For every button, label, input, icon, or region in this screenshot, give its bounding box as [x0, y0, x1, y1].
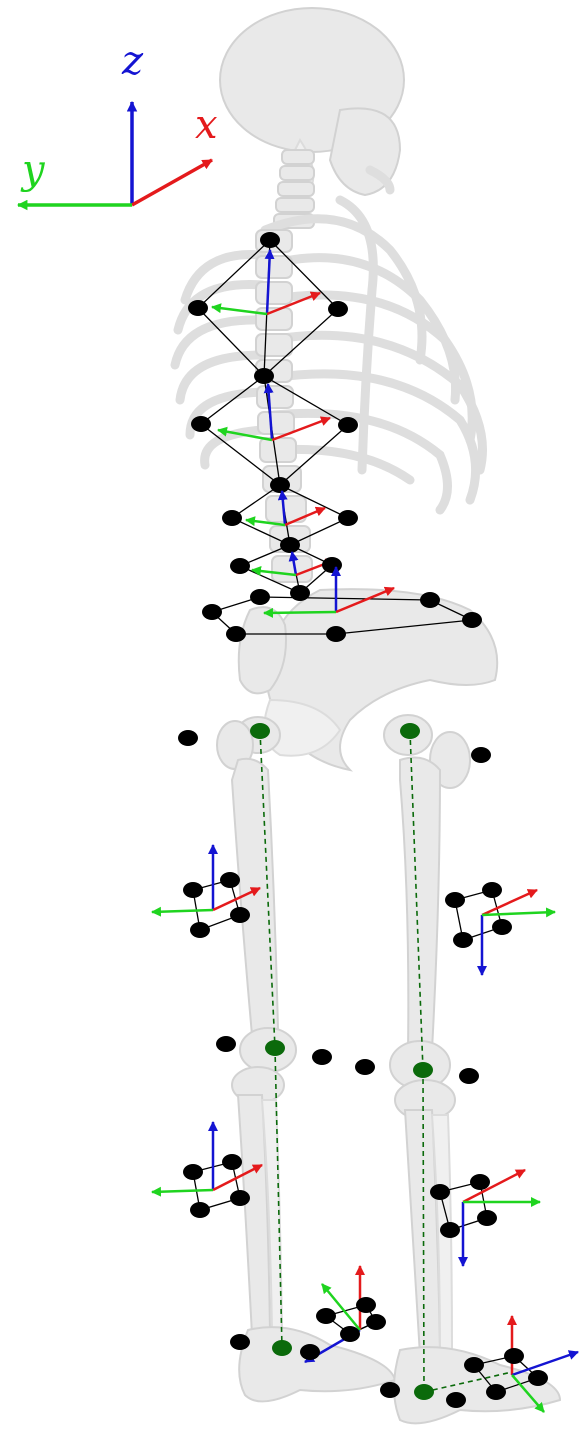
skeleton-illustration — [175, 8, 560, 1423]
marker — [504, 1348, 524, 1364]
local-y-axis — [152, 1190, 213, 1192]
rib-cage — [175, 170, 483, 510]
local-y-axis — [264, 612, 336, 613]
spine — [256, 230, 312, 582]
marker — [445, 892, 465, 908]
left-hip-center — [400, 723, 420, 739]
marker — [300, 1344, 320, 1360]
marker — [462, 612, 482, 628]
marker — [459, 1068, 479, 1084]
marker — [222, 510, 242, 526]
marker — [528, 1370, 548, 1386]
right-hip-center — [250, 723, 270, 739]
segment-left-thigh — [445, 882, 555, 975]
marker — [446, 1392, 466, 1408]
marker — [188, 300, 208, 316]
marker — [178, 730, 198, 746]
marker — [216, 1036, 236, 1052]
marker — [183, 1164, 203, 1180]
marker — [366, 1314, 386, 1330]
marker — [380, 1382, 400, 1398]
local-y-axis — [482, 912, 555, 915]
marker — [202, 604, 222, 620]
local-y-axis — [152, 910, 213, 912]
marker — [338, 417, 358, 433]
marker — [471, 747, 491, 763]
marker — [230, 558, 250, 574]
marker — [316, 1308, 336, 1324]
marker — [190, 1202, 210, 1218]
marker — [470, 1174, 490, 1190]
marker — [430, 1184, 450, 1200]
marker — [220, 872, 240, 888]
marker — [183, 882, 203, 898]
marker — [482, 882, 502, 898]
marker — [340, 1326, 360, 1342]
right-ankle-center — [272, 1340, 292, 1356]
marker — [230, 1334, 250, 1350]
marker — [190, 922, 210, 938]
marker — [250, 589, 270, 605]
marker — [222, 1154, 242, 1170]
left-knee-center — [413, 1062, 433, 1078]
marker — [486, 1384, 506, 1400]
right-knee-center — [265, 1040, 285, 1056]
marker — [290, 585, 310, 601]
marker — [356, 1297, 376, 1313]
marker — [355, 1059, 375, 1075]
marker — [260, 232, 280, 248]
marker — [440, 1222, 460, 1238]
marker — [477, 1210, 497, 1226]
marker — [464, 1357, 484, 1373]
marker — [492, 919, 512, 935]
marker — [453, 932, 473, 948]
pelvis-bone — [217, 589, 497, 788]
global-z-label: z — [121, 38, 144, 84]
marker — [226, 626, 246, 642]
global-x-axis — [132, 160, 212, 205]
marker — [312, 1049, 332, 1065]
global-axes: z x y — [18, 38, 218, 205]
marker — [191, 416, 211, 432]
left-ankle-center — [414, 1384, 434, 1400]
marker — [322, 557, 342, 573]
marker — [230, 907, 250, 923]
marker — [338, 510, 358, 526]
global-y-label: y — [20, 147, 46, 193]
marker — [420, 592, 440, 608]
global-x-label: x — [195, 102, 218, 148]
marker — [326, 626, 346, 642]
marker — [328, 301, 348, 317]
marker — [230, 1190, 250, 1206]
